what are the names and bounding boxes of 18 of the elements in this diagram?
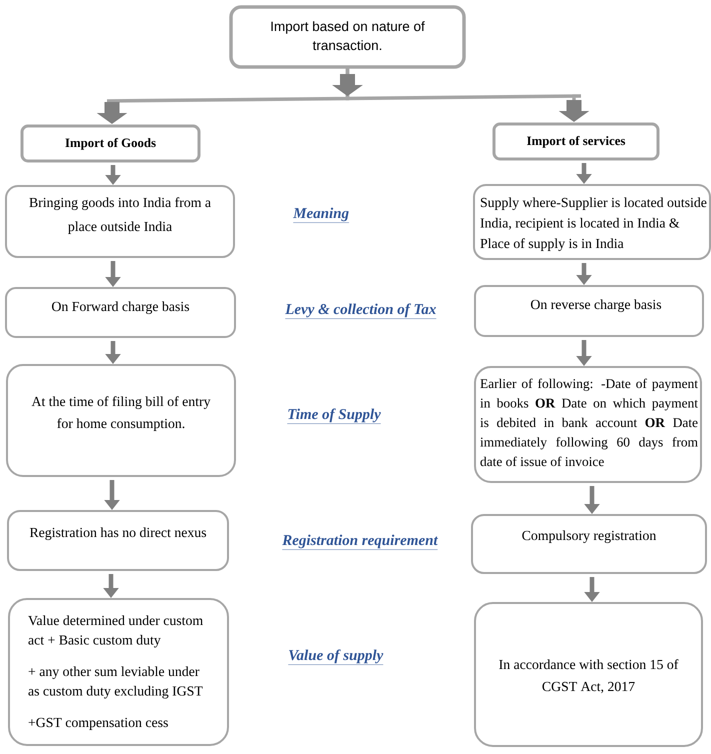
process-box: Registration has no direct nexus [7, 510, 229, 571]
process-box: On reverse charge basis [474, 285, 704, 337]
row-heading: Registration requirement [282, 534, 438, 550]
row-heading: Value of supply [288, 649, 384, 665]
process-box: In accordance with section 15 of CGST Act, 2017 [474, 602, 703, 747]
process-box: Compulsory registration [471, 514, 707, 574]
row-heading: Levy & collection of Tax [285, 303, 436, 319]
process-box: Bringing goods into India from a place outside India [5, 185, 235, 258]
process-box: Earlier of following: -Date of payment in books OR Date on which payment is debited in bank account OR Date immediately following 60 days from date of issue of invoice [474, 366, 702, 483]
row-heading: Time of Supply [287, 408, 381, 424]
row-heading: Meaning [293, 208, 350, 223]
process-box: Value determined under custom act + Basic custom duty + any other sum leviable under as custom duty excluding IGST +GST compensation cess [8, 598, 229, 746]
heading-box: Import of Goods [20, 124, 200, 162]
heading-box: Import of services [492, 122, 660, 160]
process-box: Supply where-Supplier is located outside India, recipient is located in India & Place of supply is in India [473, 184, 711, 260]
process-box: At the time of filing bill of entry for home consumption. [6, 364, 236, 477]
process-box: On Forward charge basis [5, 287, 236, 338]
title-box: Import based on nature of transaction. [229, 5, 466, 69]
